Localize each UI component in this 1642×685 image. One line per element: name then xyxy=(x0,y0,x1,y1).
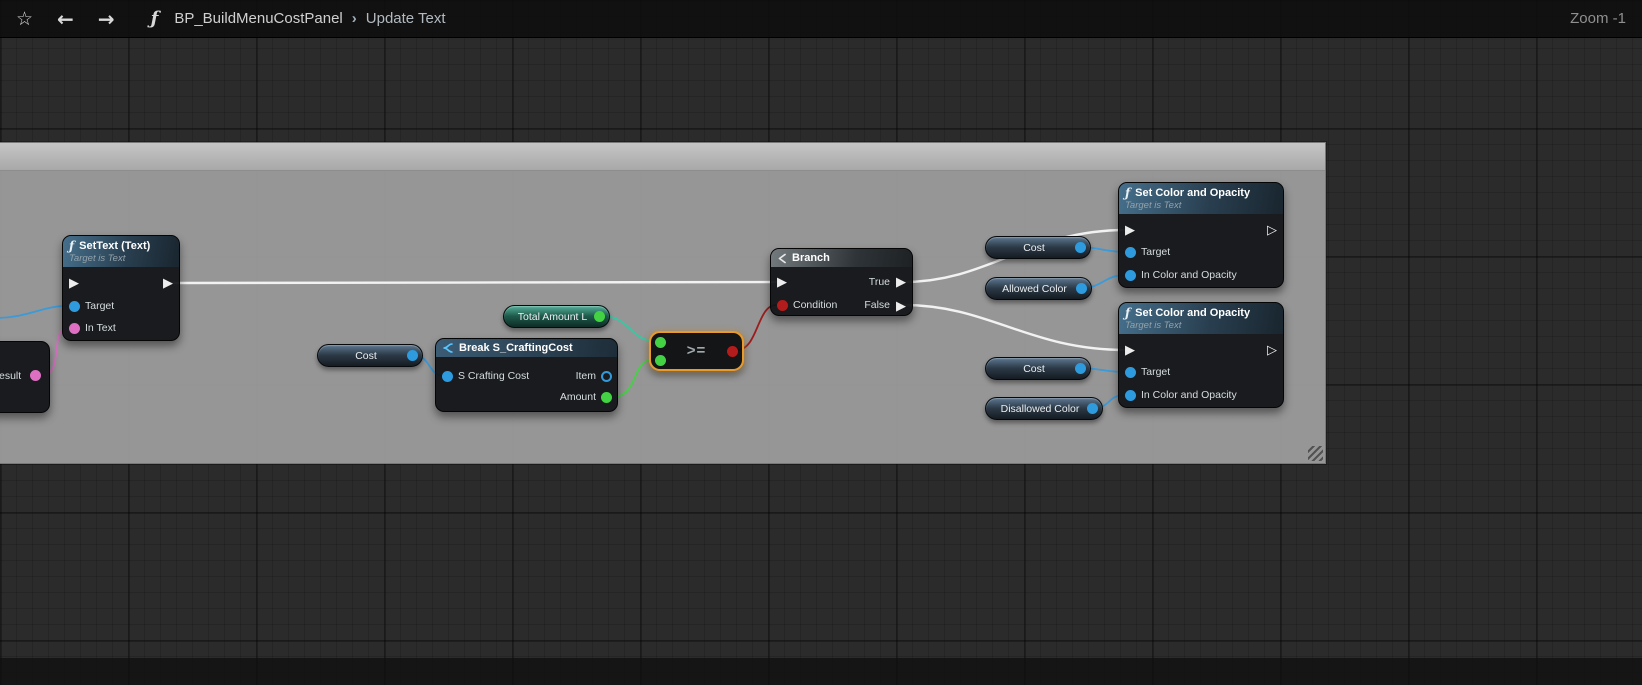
pin-label: In Color and Opacity xyxy=(1141,389,1237,402)
in-color-and-opacity-pin[interactable] xyxy=(1125,390,1136,401)
pin-label: True xyxy=(869,276,890,289)
target-pin[interactable] xyxy=(1125,247,1136,258)
pill-label: Cost xyxy=(355,350,377,362)
s-crafting-cost-pin[interactable] xyxy=(442,371,453,382)
pill-label: Allowed Color xyxy=(1002,283,1067,295)
node-title: Break S_CraftingCost xyxy=(459,342,573,354)
node-branch[interactable]: Branch ▶ Condition True ▶ False ▶ xyxy=(770,248,913,316)
false-exec-pin[interactable]: ▶ xyxy=(896,300,906,313)
pin-label: Condition xyxy=(793,299,837,312)
node-title: Set Color and Opacity xyxy=(1135,187,1250,199)
condition-pin[interactable] xyxy=(777,300,788,311)
pill-cost-a[interactable]: Cost xyxy=(317,344,423,367)
pin-label: False xyxy=(864,299,890,312)
pin-label: In Text xyxy=(85,322,116,335)
target-pin[interactable] xyxy=(1125,367,1136,378)
node-header[interactable]: Break S_CraftingCost xyxy=(436,339,617,357)
node-subtitle: Target is Text xyxy=(69,253,172,264)
breadcrumb-separator-icon: › xyxy=(352,10,357,27)
pin-label: esult xyxy=(0,370,21,383)
node-header[interactable]: Branch xyxy=(771,249,912,267)
item-pin[interactable] xyxy=(601,371,612,382)
exec-in-pin[interactable]: ▶ xyxy=(1125,224,1135,237)
in-color-and-opacity-pin[interactable] xyxy=(1125,270,1136,281)
exec-out-pin[interactable]: ▷ xyxy=(1267,224,1277,237)
true-exec-pin[interactable]: ▶ xyxy=(896,276,906,289)
node-header[interactable]: ƒ Set Color and Opacity Target is Text xyxy=(1119,183,1283,214)
pill-label: Total Amount L xyxy=(518,311,587,323)
node-set-color-top[interactable]: ƒ Set Color and Opacity Target is Text ▶… xyxy=(1118,182,1284,288)
node-subtitle: Target is Text xyxy=(1125,200,1276,211)
node-settext[interactable]: ƒ SetText (Text) Target is Text ▶ ▶ Targ… xyxy=(62,235,180,341)
pin-label: Target xyxy=(85,300,114,313)
function-icon: ƒ xyxy=(1125,186,1130,200)
total-amount-output-pin[interactable] xyxy=(594,311,605,322)
pill-total-amount[interactable]: Total Amount L xyxy=(503,305,610,328)
pill-label: Disallowed Color xyxy=(1001,403,1080,415)
compare-input-a-pin[interactable] xyxy=(655,337,666,348)
pin-label: Target xyxy=(1141,366,1170,379)
pill-cost-c[interactable]: Cost xyxy=(985,357,1091,380)
exec-out-pin[interactable]: ▶ xyxy=(163,277,173,290)
pill-label: Cost xyxy=(1023,242,1045,254)
compare-result-pin[interactable] xyxy=(727,346,738,357)
forward-arrow-icon[interactable]: → xyxy=(98,7,115,31)
compare-input-b-pin[interactable] xyxy=(655,355,666,366)
zoom-level-label: Zoom -1 xyxy=(1570,10,1626,27)
node-title: Branch xyxy=(792,252,830,264)
pin-label: S Crafting Cost xyxy=(458,370,529,383)
pill-disallowed-color[interactable]: Disallowed Color xyxy=(985,397,1103,420)
node-title: Set Color and Opacity xyxy=(1135,307,1250,319)
cost-output-pin[interactable] xyxy=(1075,363,1086,374)
node-break-craftingcost[interactable]: Break S_CraftingCost S Crafting Cost Ite… xyxy=(435,338,618,412)
pin-label: Item xyxy=(576,370,596,383)
node-partial-result[interactable]: esult xyxy=(0,341,50,413)
node-set-color-bottom[interactable]: ƒ Set Color and Opacity Target is Text ▶… xyxy=(1118,302,1284,408)
node-title: SetText (Text) xyxy=(79,240,150,252)
pill-cost-b[interactable]: Cost xyxy=(985,236,1091,259)
pill-allowed-color[interactable]: Allowed Color xyxy=(985,277,1092,300)
node-greater-equal[interactable]: >= xyxy=(649,331,744,371)
toolbar: ☆ ← → ƒ BP_BuildMenuCostPanel › Update T… xyxy=(0,0,1642,38)
cost-output-pin[interactable] xyxy=(407,350,418,361)
allowed-color-output-pin[interactable] xyxy=(1076,283,1087,294)
pin-label: In Color and Opacity xyxy=(1141,269,1237,282)
exec-out-pin[interactable]: ▷ xyxy=(1267,344,1277,357)
node-header[interactable]: ƒ Set Color and Opacity Target is Text xyxy=(1119,303,1283,334)
break-struct-icon xyxy=(442,342,454,354)
window-bottom-edge xyxy=(0,658,1642,685)
exec-in-pin[interactable]: ▶ xyxy=(1125,344,1135,357)
in-text-pin[interactable] xyxy=(69,323,80,334)
back-arrow-icon[interactable]: ← xyxy=(57,7,74,31)
node-subtitle: Target is Text xyxy=(1125,320,1276,331)
branch-icon xyxy=(777,253,787,264)
function-icon: ƒ xyxy=(69,239,74,253)
exec-in-pin[interactable]: ▶ xyxy=(777,276,787,289)
breadcrumb-current-graph[interactable]: Update Text xyxy=(366,10,446,27)
node-header[interactable]: ƒ SetText (Text) Target is Text xyxy=(63,236,179,267)
breadcrumb-blueprint-name[interactable]: BP_BuildMenuCostPanel xyxy=(174,10,342,27)
exec-in-pin[interactable]: ▶ xyxy=(69,277,79,290)
pill-label: Cost xyxy=(1023,363,1045,375)
disallowed-color-output-pin[interactable] xyxy=(1087,403,1098,414)
target-pin[interactable] xyxy=(69,301,80,312)
pin-label: Target xyxy=(1141,246,1170,259)
amount-pin[interactable] xyxy=(601,392,612,403)
favorite-star-icon[interactable]: ☆ xyxy=(16,8,33,30)
result-pin[interactable] xyxy=(30,370,41,381)
function-icon: ƒ xyxy=(151,8,159,29)
pin-label: Amount xyxy=(560,391,596,404)
function-icon: ƒ xyxy=(1125,306,1130,320)
cost-output-pin[interactable] xyxy=(1075,242,1086,253)
